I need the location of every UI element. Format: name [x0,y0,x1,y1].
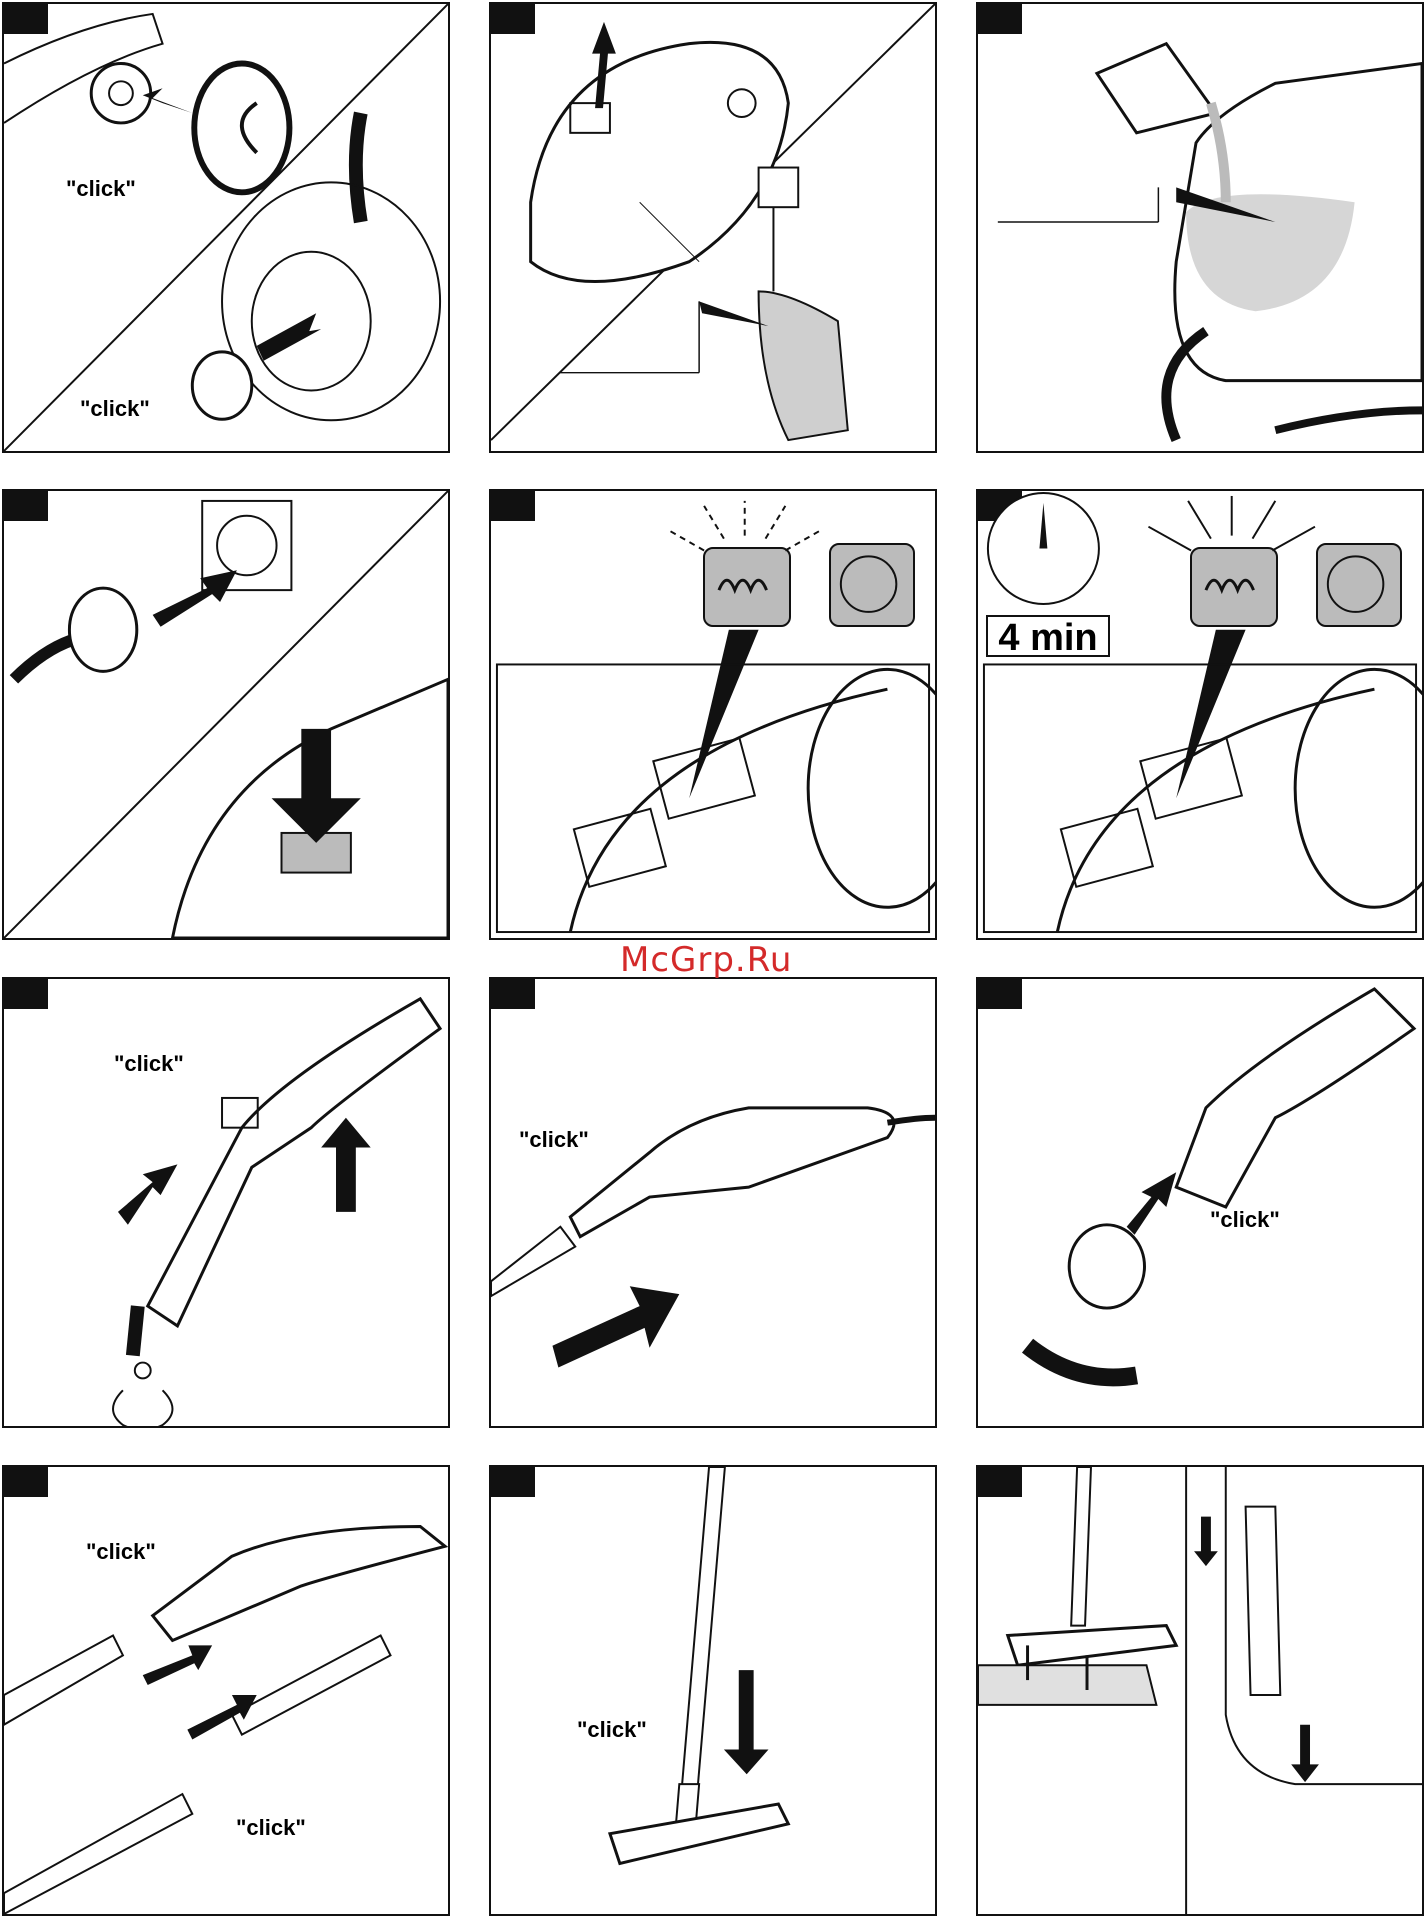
click-label: "click" [114,1051,184,1077]
click-label: "click" [80,396,150,422]
watermark: McGrp.Ru [620,940,792,980]
panel-11-illustration [491,1467,935,1914]
click-label: "click" [577,1717,647,1743]
panel-1-illustration [4,4,448,451]
panel-11: "click" [489,1465,937,1916]
click-label: "click" [86,1539,156,1565]
panel-8-illustration [491,979,935,1426]
faucet-icon [759,168,799,208]
nozzle-icon [113,1390,172,1426]
panel-9: "click" [976,977,1424,1428]
panel-4 [2,489,450,940]
control-panel-icon [570,689,887,932]
panel-10: "click" "click" [2,1465,450,1916]
panel-5 [489,489,937,940]
panel-3-illustration [978,4,1422,451]
plug-icon [69,588,136,671]
panel-6: 4 min [976,489,1424,940]
arrow-down-icon [724,1670,769,1774]
water-jug-icon [1097,44,1216,133]
panel-12 [976,1465,1424,1916]
panel-4-illustration [4,491,448,938]
extension-tube-icon [491,1227,575,1296]
steam-cleaner-icon [531,42,789,281]
panel-7: "click" [2,977,450,1428]
tank-icon [759,291,848,440]
adapter-icon [192,352,251,419]
panel-5-illustration [491,491,935,938]
steam-gun-icon [570,1108,894,1237]
panel-10-illustration [4,1467,448,1914]
steam-gun-icon [148,999,440,1326]
click-label: "click" [66,176,136,202]
panel-2-illustration [491,4,935,451]
panel-12-illustration [978,1467,1422,1914]
panel-2 [489,2,937,453]
valve-icon [91,63,150,122]
click-label: "click" [519,1127,589,1153]
round-brush-icon [1069,1225,1144,1308]
panel-6-illustration [978,491,1422,938]
panel-8: "click" [489,977,937,1428]
click-label: "click" [1210,1207,1280,1233]
cloth-icon [978,1665,1156,1705]
extension-tube-icon [4,1635,123,1724]
panel-3 [976,2,1424,453]
click-label: "click" [236,1815,306,1841]
panel-9-illustration [978,979,1422,1426]
floor-nozzle-icon [1008,1626,1176,1666]
panel-7-illustration [4,979,448,1426]
panel-1: "click" "click" [2,2,450,453]
floor-nozzle-icon [610,1804,788,1863]
